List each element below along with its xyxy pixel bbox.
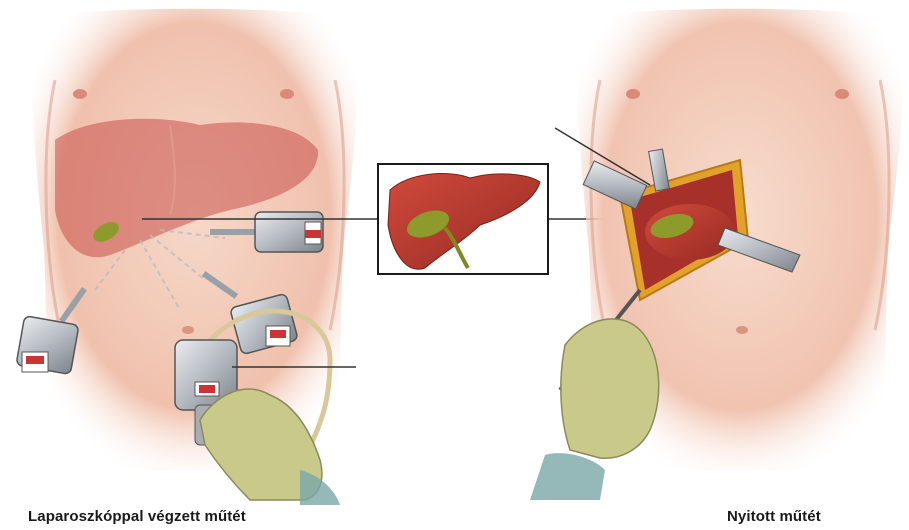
caption-open-surgery: Nyitott műtét <box>727 508 821 525</box>
caption-laparoscopic: Laparoszkóppal végzett műtét <box>28 508 246 525</box>
right-nipple <box>280 89 294 99</box>
navel <box>182 326 194 334</box>
right-navel <box>736 326 748 334</box>
left-nipple <box>73 89 87 99</box>
right-torso-right-nipple <box>835 89 849 99</box>
liver-inset <box>378 164 548 274</box>
right-torso-left-nipple <box>626 89 640 99</box>
